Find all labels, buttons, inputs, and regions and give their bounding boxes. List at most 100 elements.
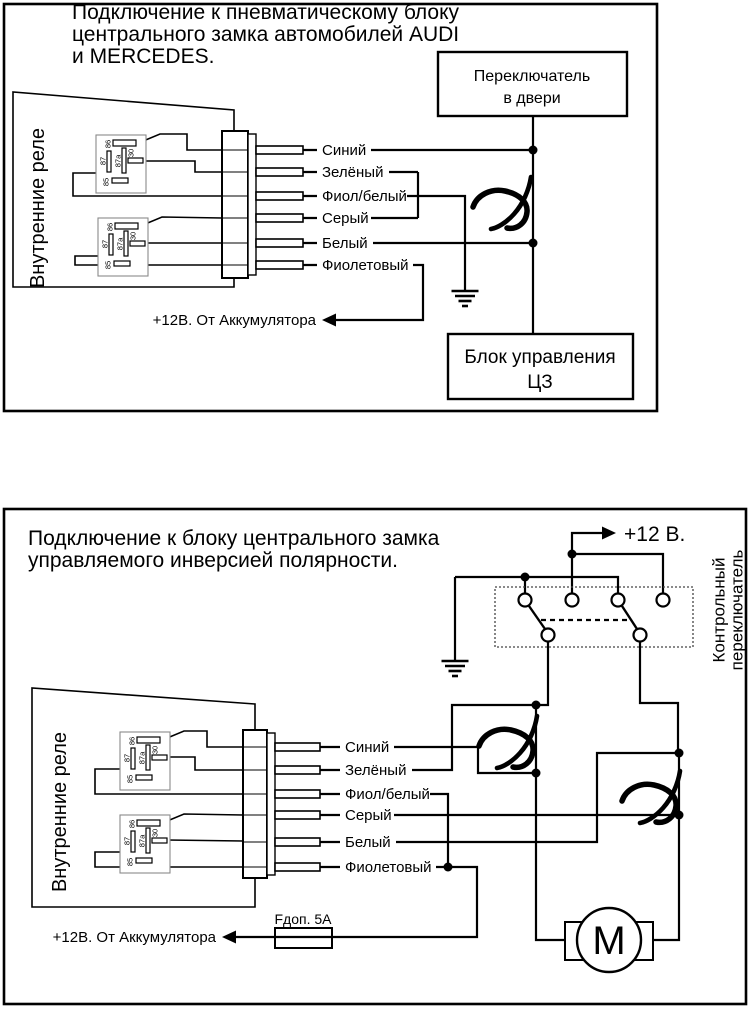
control-switch-label-line2: переключатель — [728, 550, 747, 671]
connector-pin — [274, 789, 321, 799]
relay-unit-housing — [31, 687, 256, 908]
fuse-symbol — [274, 927, 333, 949]
relay-pin-label: 30 — [127, 149, 136, 157]
relay-pin-label: 87 — [101, 240, 110, 248]
door-switch-label-line2: в двери — [503, 90, 560, 107]
wire-label: Синий — [322, 142, 366, 159]
connector-pin — [274, 765, 321, 775]
relay-pin-label: 86 — [128, 820, 137, 828]
relay-pin-label: 86 — [104, 140, 113, 148]
wire-label-bg — [340, 761, 412, 778]
relay-pin-label: 87a — [138, 834, 147, 847]
relay-pin-label: 87a — [138, 751, 147, 764]
plus12-label: +12 В. — [624, 523, 685, 546]
wire-label: Фиол/белый — [345, 786, 430, 803]
wire-label-bg — [317, 187, 407, 204]
wire-label-bg — [317, 256, 413, 273]
relay-pin-label: 87a — [114, 154, 123, 167]
wire-label: Зелёный — [322, 164, 383, 181]
relay-pin-label: 30 — [151, 829, 160, 837]
relay-pin-label: 87 — [123, 754, 132, 762]
lock-motor: М — [564, 906, 654, 974]
circuit-wires — [232, 531, 681, 942]
wire-label: Белый — [322, 235, 368, 252]
connector-block — [221, 130, 304, 279]
junction-dot — [567, 549, 577, 559]
diagram-audi-mercedes: Подключение к пневматическому блоку цент… — [2, 1, 659, 413]
motor-label: М — [592, 919, 625, 963]
diagram-polarity-inversion: Подключение к блоку центрального замка у… — [2, 507, 748, 1006]
relay-pin-label: 85 — [102, 178, 111, 186]
control-switch-label-line1: Контрольный — [710, 558, 729, 663]
relay-pin-label: 85 — [126, 775, 135, 783]
relay-pin-bar — [111, 177, 129, 184]
connector-pin — [274, 837, 321, 847]
junction-dot — [528, 238, 538, 248]
wire-label-bg — [317, 141, 371, 158]
junction-dot — [674, 748, 684, 758]
switch-blade — [528, 605, 546, 630]
wire-label-bg — [340, 738, 394, 755]
diagram2-title-line2: управляемого инверсией полярности. — [28, 549, 398, 572]
wire-label-bg — [340, 785, 430, 802]
relay-pin-label: 87a — [116, 237, 125, 250]
arrow-right-icon — [602, 526, 616, 540]
connector-body — [242, 729, 268, 879]
diagram2-title-line1: Подключение к блоку центрального замка — [28, 527, 440, 550]
lock-control-unit-box — [446, 332, 635, 401]
wire-label: Серый — [322, 210, 369, 227]
diagram1-title-line2: центрального замка автомобилей AUDI — [72, 23, 459, 46]
relay-pin-bar — [121, 147, 127, 174]
ground-icon — [440, 659, 470, 678]
relay-pin-bar — [127, 157, 144, 164]
ground-icon — [450, 289, 480, 308]
connector-block — [242, 729, 321, 879]
wire-label-bg — [317, 209, 371, 226]
relay-unit-label: Внутренние реле — [49, 732, 71, 892]
connector-pin — [255, 238, 304, 248]
wire-label: Серый — [345, 807, 392, 824]
relay-unit-housing — [12, 91, 235, 288]
control-switch-outline — [494, 586, 694, 648]
diagram1-title-line3: и MERCEDES. — [72, 45, 214, 68]
connector-rail — [266, 732, 276, 876]
junction-dot — [531, 768, 541, 778]
switch-contact — [610, 592, 626, 608]
switch-contact — [517, 592, 533, 608]
connector-pin — [274, 862, 321, 872]
lock-control-unit-line2: ЦЗ — [527, 372, 553, 393]
junction-dot — [531, 700, 541, 710]
wire-label-bg — [340, 806, 394, 823]
battery-label: +12В. От Аккумулятора — [153, 312, 317, 329]
connector-pin — [255, 213, 304, 223]
connector-pin — [274, 742, 321, 752]
relay-pin-label: 85 — [104, 261, 113, 269]
switch-blade — [620, 605, 639, 630]
relay-pin-label: 85 — [126, 858, 135, 866]
relay-pin-bar — [145, 827, 151, 854]
battery-label: +12В. От Аккумулятора — [53, 929, 217, 946]
control-switch — [494, 586, 694, 648]
wire-label: Фиолетовый — [345, 859, 432, 876]
junction-dot — [443, 862, 453, 872]
switch-contact — [540, 627, 556, 643]
door-switch-label-line1: Переключатель — [474, 68, 590, 85]
relay-pin-bar — [108, 233, 114, 256]
cut-wire-icon — [479, 716, 537, 768]
lock-control-unit-line1: Блок управления — [464, 347, 615, 368]
relay-pin-label: 86 — [106, 223, 115, 231]
switch-contact — [564, 592, 580, 608]
junction-dot — [520, 572, 530, 582]
wire-label: Фиол/белый — [322, 188, 407, 205]
relay-pin-bar — [130, 747, 136, 770]
relay-unit-label: Внутренние реле — [27, 128, 49, 288]
wire-label-bg — [317, 234, 373, 251]
relay-pin-bar — [136, 819, 161, 827]
connector-pin — [255, 260, 304, 270]
door-switch-box — [436, 50, 629, 118]
diagram1-title-line1: Подключение к пневматическому блоку — [72, 1, 459, 24]
fuse-label: Fдоп. 5А — [275, 911, 333, 927]
